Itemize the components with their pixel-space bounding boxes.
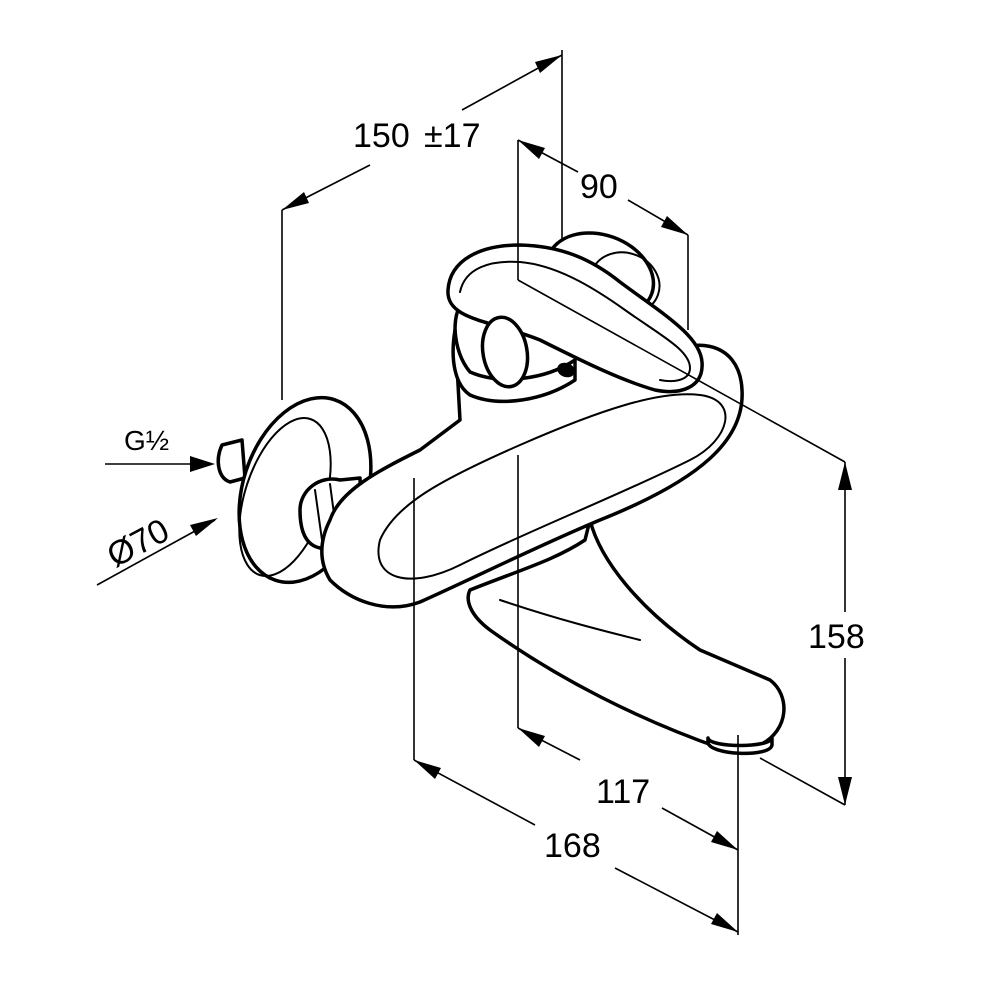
handle-pivot (480, 315, 530, 389)
dim-168-label: 168 (544, 827, 601, 865)
lever-handle (446, 243, 704, 394)
rosette-diameter-label: Ø70 (101, 511, 176, 575)
spout (466, 518, 786, 750)
dim-150-label: 150 (353, 117, 410, 155)
dimension-lines (96, 50, 852, 935)
cartridge-housing (451, 328, 577, 404)
aerator (706, 736, 774, 756)
dimension-labels: 150 ±17 90 158 117 168 G½ Ø70 (101, 117, 865, 865)
dim-117-label: 117 (596, 773, 650, 811)
dim-158-label: 158 (808, 618, 865, 656)
dim-150-tolerance-label: ±17 (424, 117, 480, 155)
dim-90-label: 90 (580, 168, 618, 206)
faucet-outline (216, 231, 786, 756)
handle-screw (557, 362, 575, 378)
thread-label: G½ (124, 425, 169, 456)
